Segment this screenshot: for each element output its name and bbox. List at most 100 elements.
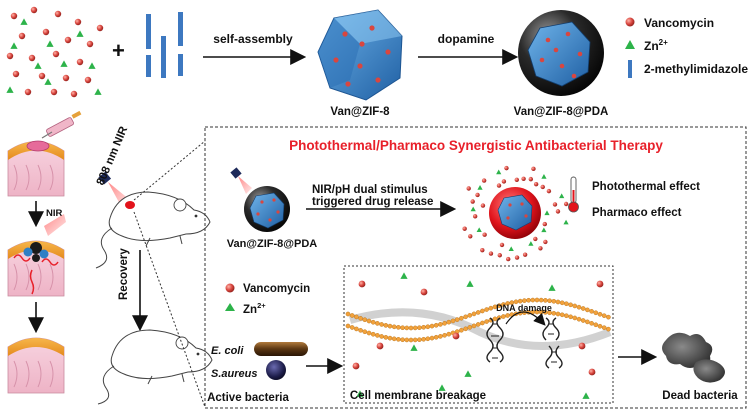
lipid-head (484, 319, 489, 324)
lipid-head (589, 309, 594, 314)
dna-helix-left (486, 317, 504, 363)
precursor-mix (6, 6, 104, 98)
saureus-label: S.aureus (211, 368, 257, 380)
vancomycin-legend-label: Vancomycin (243, 283, 310, 295)
lipid-head (358, 328, 363, 333)
vancomycin-molecule (30, 6, 38, 14)
vancomycin-molecule (528, 176, 534, 182)
vancomycin-molecule (472, 214, 478, 219)
skin-treated (7, 214, 66, 297)
lipid-head (442, 321, 447, 326)
vancomycin-molecule (496, 183, 502, 188)
zinc-ion (496, 169, 502, 175)
lipid-head (593, 310, 599, 316)
top-legend: Vancomycin Zn2+ 2-methylimidazole (625, 16, 748, 78)
vancomycin-molecule (588, 368, 596, 376)
vancomycin-molecule (96, 24, 104, 32)
lipid-head (484, 307, 489, 312)
vancomycin-molecule (84, 76, 92, 84)
lipid-head (551, 298, 557, 304)
saureus-cocci (266, 360, 286, 380)
vancomycin-molecule (533, 236, 538, 242)
lipid-head (438, 322, 443, 327)
lipid-head (463, 314, 468, 320)
lipid-head (492, 304, 498, 310)
zinc-ion (476, 227, 482, 233)
lipid-head (551, 310, 557, 316)
bottom-legend: Vancomycin Zn2+ (225, 283, 310, 316)
laser-icon (98, 171, 112, 185)
zinc-ion (6, 86, 14, 93)
vancomycin-molecule (18, 32, 26, 40)
dna-helix-broken (542, 317, 563, 369)
vancomycin-molecule (596, 280, 604, 288)
vancomycin-molecule (42, 28, 50, 36)
vancomycin-molecule (499, 242, 505, 248)
vancomycin-molecule (76, 58, 84, 66)
lipid-head (501, 314, 506, 319)
vancomycin-legend-icon (625, 17, 635, 27)
vancomycin-molecule (540, 184, 545, 190)
dopamine-arrow: dopamine (418, 32, 519, 65)
vancomycin-molecule (514, 177, 519, 182)
vancomycin-molecule (563, 201, 569, 207)
lipid-head (480, 320, 485, 326)
zinc-ion (400, 272, 408, 279)
lipid-head (442, 333, 447, 338)
lipid-head (404, 325, 410, 331)
cell-membrane-bilayer (345, 297, 612, 350)
lipid-head (530, 297, 536, 303)
lipid-head (597, 323, 603, 329)
lipid-head (580, 306, 586, 311)
vancomycin-molecule (521, 176, 526, 182)
lipid-tails (348, 308, 612, 350)
vancomycin-molecule (38, 72, 46, 80)
vancomycin-molecule (543, 239, 548, 245)
lipid-head (568, 302, 573, 308)
lipid-head (370, 319, 376, 325)
lipid-head (471, 311, 477, 317)
ecoli-rod (254, 342, 308, 356)
lipid-head (606, 314, 611, 320)
pharmaco-effect-label: Pharmaco effect (592, 207, 682, 219)
lipid-head (387, 335, 393, 341)
panel-title: Photothermal/Pharmaco Synergistic Antiba… (289, 138, 663, 153)
zinc-ion (508, 246, 514, 252)
svg-text:dopamine: dopamine (438, 32, 495, 46)
lipid-head (417, 337, 422, 342)
lipid-head (475, 322, 481, 327)
recovery-label: Recovery (118, 248, 130, 300)
lipid-head (559, 300, 565, 306)
zinc-legend-icon (625, 40, 635, 49)
lipid-head (366, 330, 372, 336)
lipid-head (429, 335, 435, 341)
lipid-head (601, 313, 607, 319)
panel-np: Van@ZIF-8@PDA (227, 167, 317, 250)
vancomycin-molecule (6, 52, 14, 60)
lipid-head (345, 323, 351, 329)
vancomycin-molecule (74, 18, 82, 26)
zinc-ion (559, 193, 565, 199)
lipid-head (601, 325, 607, 331)
lipid-head (589, 321, 594, 326)
lipid-head (354, 314, 359, 320)
vancomycin-molecule (481, 178, 487, 183)
lipid-head (429, 323, 435, 329)
lipid-head (467, 325, 473, 330)
lipid-head (408, 325, 414, 331)
vancomycin-molecule (54, 10, 62, 18)
dead-bacteria-icon (662, 332, 725, 383)
dna-damage-label: DNA damage (496, 303, 552, 313)
lipid-head (391, 324, 397, 330)
vancomycin-molecule (352, 362, 360, 370)
vancomycin-molecule (538, 246, 543, 251)
lipid-head (362, 329, 368, 335)
lipid-head (375, 333, 380, 338)
lipid-head (568, 314, 573, 320)
active-bacteria-label: Active bacteria (207, 392, 289, 404)
zinc-ion (541, 227, 547, 233)
lipid-head (421, 324, 426, 330)
zinc-ion (563, 219, 569, 225)
